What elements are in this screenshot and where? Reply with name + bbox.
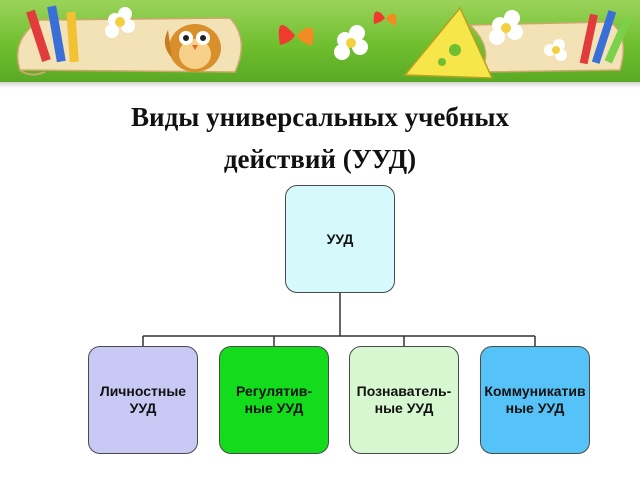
owl-icon (164, 24, 221, 72)
node-communicative-line-1: Коммуникатив (484, 383, 586, 399)
banner-artwork (16, 5, 632, 79)
flower-icon (105, 7, 567, 61)
node-regulatory-line-1: Регулятив- (235, 383, 312, 399)
node-communicative-line-2: ные УУД (505, 400, 565, 416)
header-banner (0, 0, 640, 82)
slide-title-line-1: Виды универсальных учебных (131, 102, 509, 132)
node-root-label: УУД (326, 230, 354, 247)
node-personal-line-1: Личностные (99, 383, 187, 399)
node-cognitive-line-2: ные УУД (374, 400, 434, 416)
pencil-icon (26, 5, 79, 63)
butterfly-icon (278, 11, 397, 46)
banner-shadow (0, 82, 640, 88)
node-cognitive-uud: Познаватель- ные УУД (349, 346, 459, 454)
node-regulatory-uud: Регулятив- ные УУД (219, 346, 329, 454)
node-regulatory-line-2: ные УУД (244, 400, 304, 416)
node-personal-line-2: УУД (129, 400, 157, 416)
pencil-icon-right (579, 10, 632, 65)
slide-title-line-2: действий (УУД) (223, 144, 417, 174)
slide-title: Виды универсальных учебных действий (УУД… (0, 96, 640, 180)
triangle-ruler-icon (403, 6, 494, 79)
node-personal-uud: Личностные УУД (88, 346, 198, 454)
node-root-uud: УУД (285, 185, 395, 293)
node-communicative-uud: Коммуникатив ные УУД (480, 346, 590, 454)
node-cognitive-line-1: Познаватель- (356, 383, 452, 399)
